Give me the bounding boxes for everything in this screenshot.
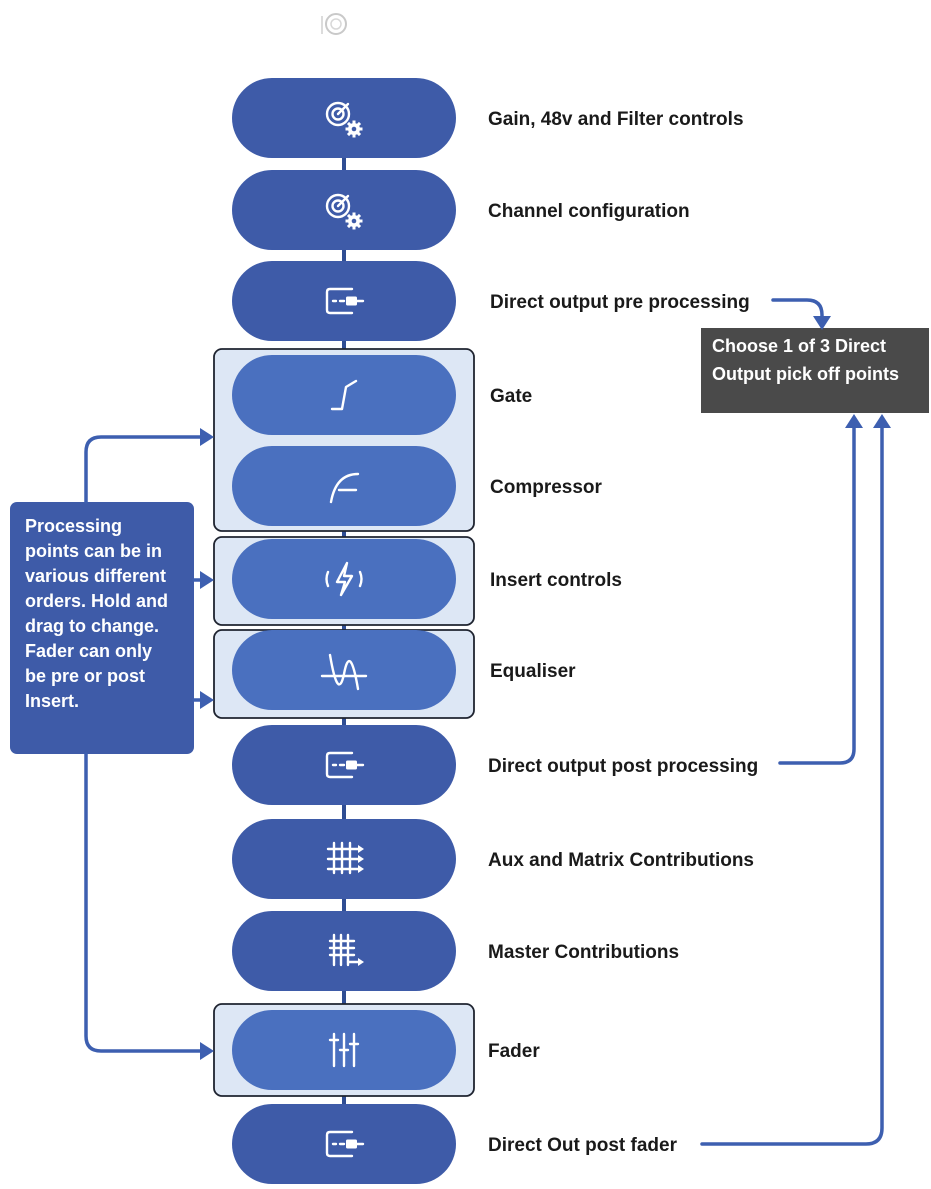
stage-label: Direct Out post fader: [488, 1135, 678, 1156]
pickoff-note-line: Choose 1 of 3 Direct: [712, 336, 886, 356]
processing-note-line: points can be in: [25, 541, 162, 561]
stage-label: Direct output post processing: [488, 756, 758, 777]
fader-icon: [328, 1032, 360, 1068]
insert-icon: [325, 561, 363, 597]
stage-label: Insert controls: [490, 570, 622, 591]
stage-pill[interactable]: [232, 911, 456, 991]
direct-output-icon: [325, 287, 365, 315]
gain-settings-icon: [325, 101, 363, 138]
processing-note: Processing points can be in various diff…: [10, 502, 194, 754]
processing-note-line: Insert.: [25, 691, 79, 711]
stage-label: Channel configuration: [488, 201, 690, 222]
equaliser-icon: [320, 653, 368, 691]
stage-label: Equaliser: [490, 661, 576, 682]
stage-label: Gain, 48v and Filter controls: [488, 109, 744, 130]
stage-label: Aux and Matrix Contributions: [488, 850, 754, 871]
stage-label: Compressor: [490, 477, 603, 498]
compressor-icon: [329, 472, 360, 504]
processing-note-line: Processing: [25, 516, 122, 536]
channel-settings-icon: [325, 193, 363, 230]
processing-note-line: orders. Hold and: [25, 591, 168, 611]
processing-note-line: be pre or post: [25, 666, 145, 686]
processing-note-line: various different: [25, 566, 166, 586]
pickoff-note: Choose 1 of 3 Direct Output pick off poi…: [701, 328, 929, 413]
direct-output-icon: [325, 751, 365, 779]
stage-pill[interactable]: [232, 78, 456, 158]
stage-pill[interactable]: [232, 446, 456, 526]
stage-label: Master Contributions: [488, 942, 679, 963]
logo-icon: [321, 13, 347, 35]
stage-label: Fader: [488, 1041, 540, 1062]
stage-pill[interactable]: [232, 170, 456, 250]
processing-note-line: Fader can only: [25, 641, 152, 661]
master-icon: [328, 933, 364, 967]
pickoff-note-line: Output pick off points: [712, 364, 899, 384]
stage-pill[interactable]: [232, 539, 456, 619]
stage-pills: [232, 78, 456, 1184]
gate-icon: [330, 379, 358, 411]
stage-label: Gate: [490, 386, 532, 407]
pickoff-arrows: [700, 298, 891, 1146]
stage-label: Direct output pre processing: [490, 292, 750, 313]
aux-matrix-icon: [326, 841, 364, 875]
processing-note-line: drag to change.: [25, 616, 159, 636]
processing-arrows: [84, 428, 214, 1060]
direct-output-icon: [325, 1130, 365, 1158]
